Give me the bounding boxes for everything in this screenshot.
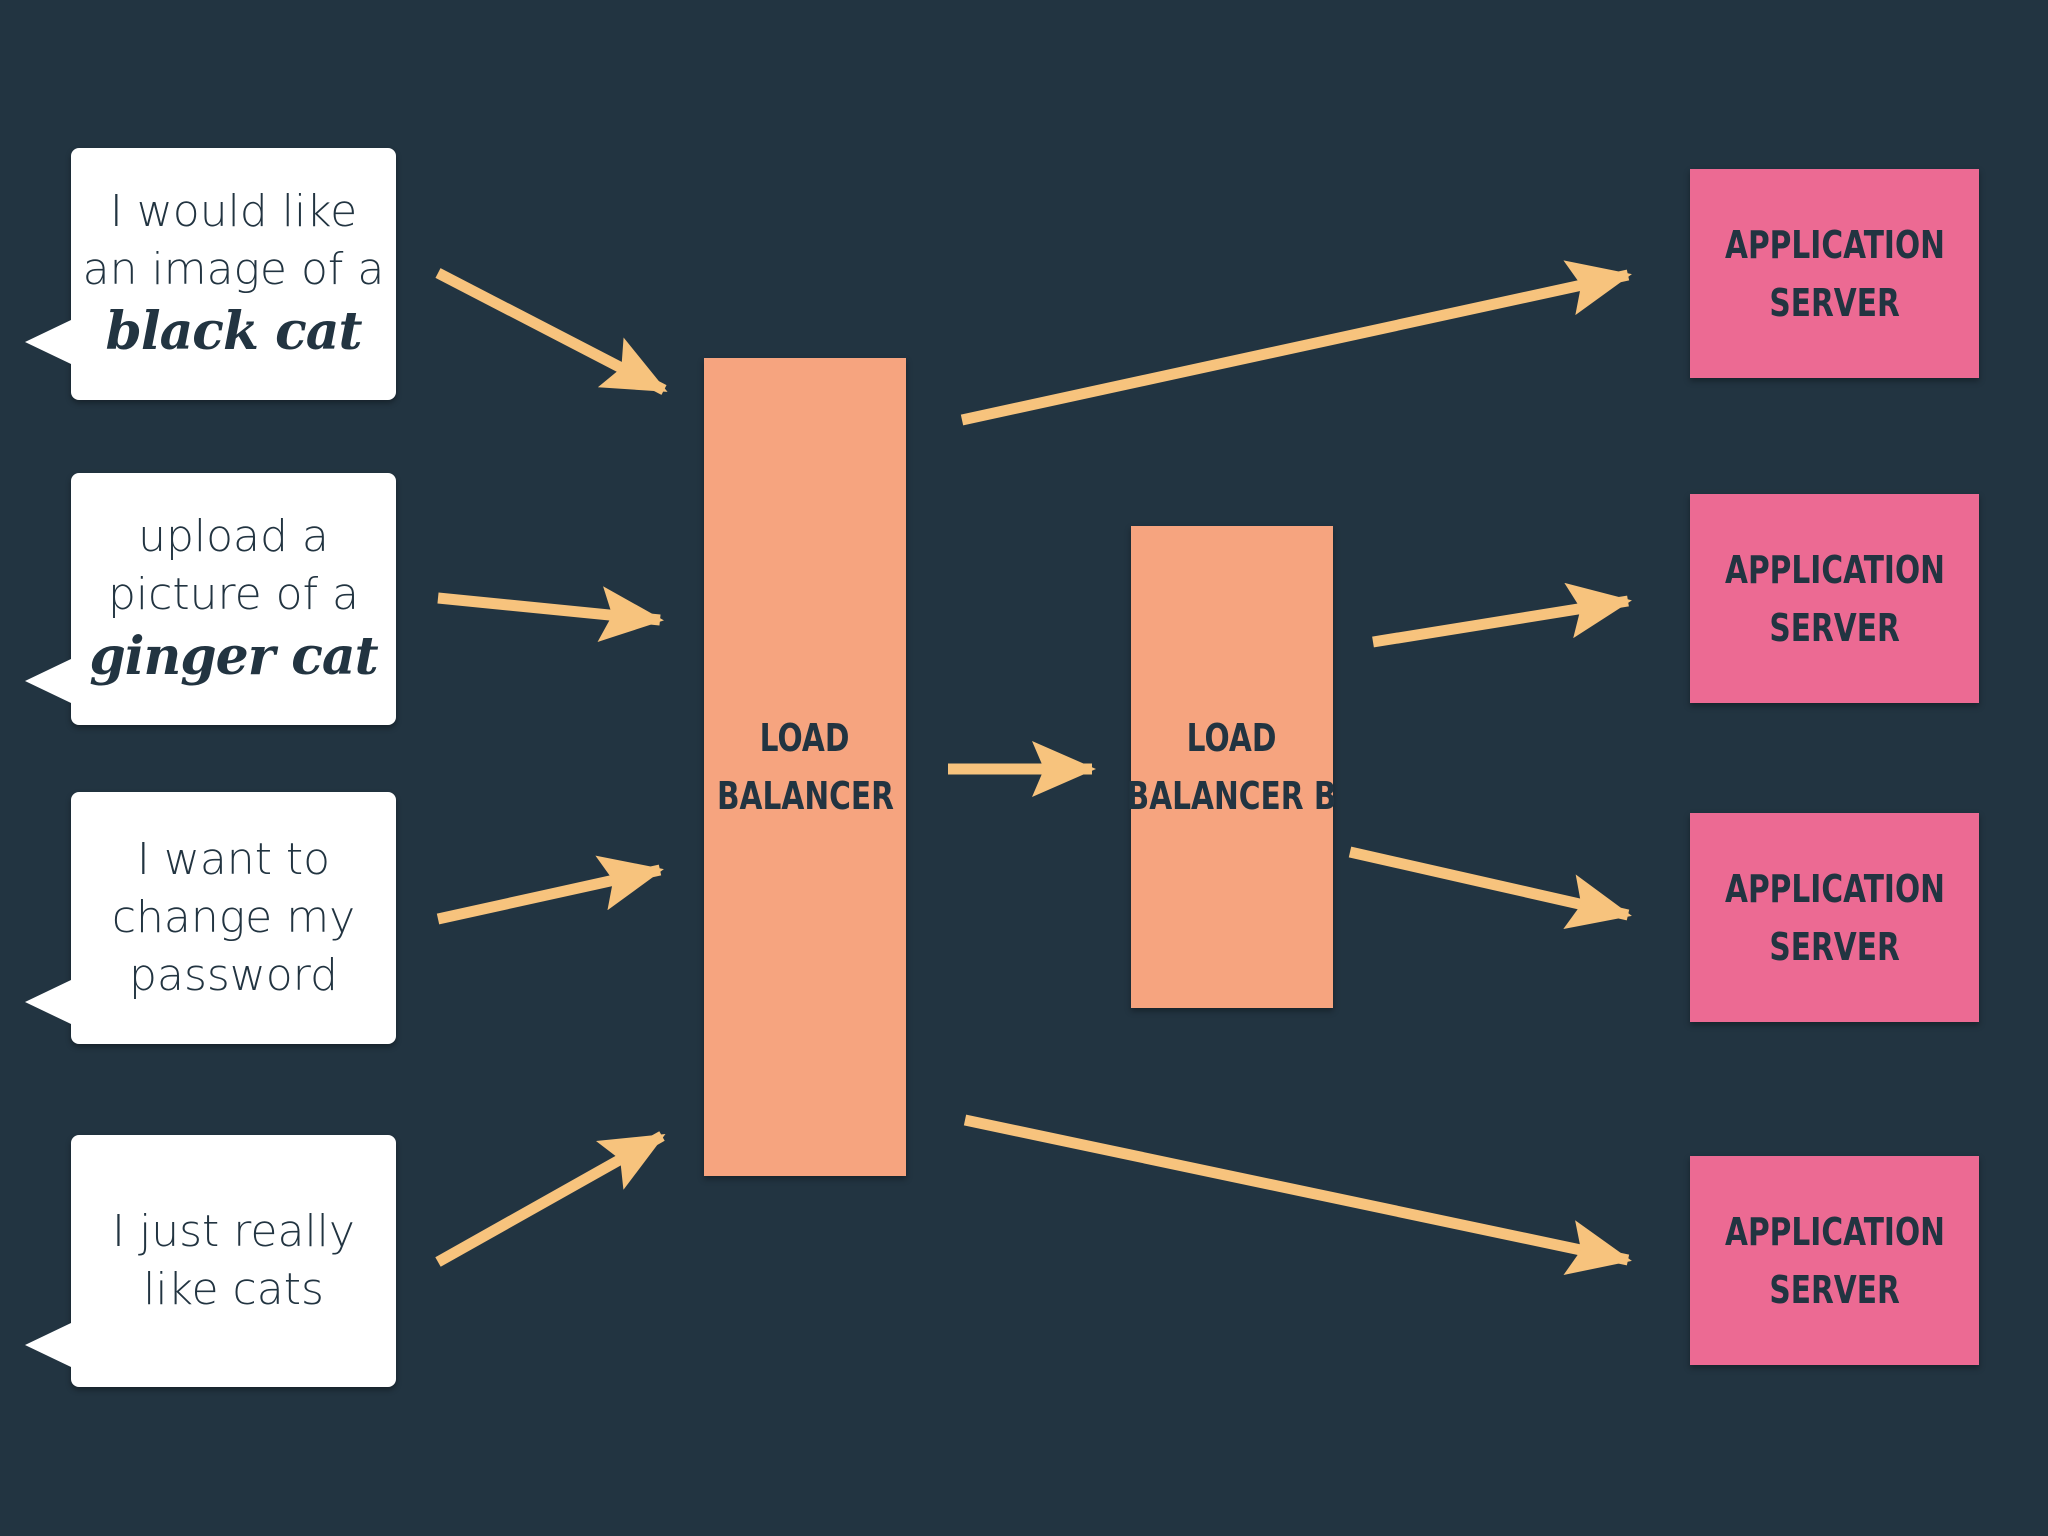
arrow-lbb-to-server3	[1348, 846, 1632, 930]
server-label-line1: APPLICATION	[1724, 1209, 1945, 1254]
arrow-request1-to-lb	[435, 268, 668, 395]
arrow-lb-to-server1	[960, 260, 1632, 426]
load-balancer-label-line2: BALANCER	[716, 774, 894, 818]
load-balancer-b-label-line1: LOAD	[1187, 716, 1277, 760]
arrow-lbb-to-server2	[1372, 582, 1632, 648]
arrow-lb-to-server4	[963, 1114, 1632, 1275]
request-bubble-like-cats: I just really like cats	[25, 1135, 396, 1387]
request-emphasis-text: black cat	[105, 301, 363, 362]
request-text-line: I want to	[136, 834, 331, 885]
server-label-line2: SERVER	[1769, 605, 1900, 650]
request-text-line: change my	[111, 892, 356, 943]
application-server-1: APPLICATION SERVER	[1690, 169, 1979, 378]
server-label-line1: APPLICATION	[1724, 866, 1945, 911]
load-balancer-b: LOAD BALANCER B	[1127, 526, 1337, 1008]
arrow-request4-to-lb	[435, 1131, 666, 1267]
request-bubble-change-password: I want to change my password	[25, 792, 396, 1044]
arrow-request2-to-lb	[437, 586, 664, 642]
load-balancer-b-label-line2: BALANCER B	[1127, 774, 1337, 818]
server-label-line2: SERVER	[1769, 924, 1900, 969]
request-text-line: upload a	[138, 511, 329, 562]
request-text-line: I would like	[109, 186, 358, 237]
request-text-line: an image of a	[82, 244, 385, 295]
application-server-4: APPLICATION SERVER	[1690, 1156, 1979, 1365]
request-text-line: password	[129, 950, 338, 1001]
server-label-line1: APPLICATION	[1724, 547, 1945, 592]
load-balancer: LOAD BALANCER	[704, 358, 906, 1176]
server-label-line1: APPLICATION	[1724, 222, 1945, 267]
application-server-2: APPLICATION SERVER	[1690, 494, 1979, 703]
request-text-line: like cats	[143, 1264, 324, 1315]
request-emphasis-text: ginger cat	[89, 626, 378, 687]
request-text-line: I just really	[112, 1206, 355, 1257]
request-text-line: picture of a	[107, 569, 360, 620]
server-label-line2: SERVER	[1769, 1267, 1900, 1312]
load-balancer-label-line1: LOAD	[760, 716, 850, 760]
arrow-request3-to-lb	[436, 855, 664, 925]
server-label-line2: SERVER	[1769, 280, 1900, 325]
application-server-3: APPLICATION SERVER	[1690, 813, 1979, 1022]
request-bubble-ginger-cat: upload a picture of a ginger cat	[25, 473, 396, 725]
request-bubble-black-cat: I would like an image of a black cat	[25, 148, 396, 400]
